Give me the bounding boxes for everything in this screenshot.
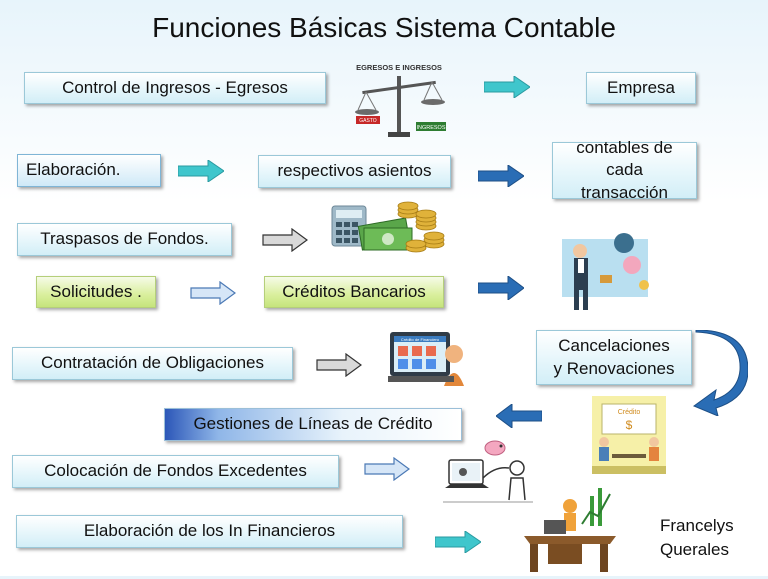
cancelaciones-line2: y Renovaciones	[553, 358, 675, 378]
control-ingresos-egresos-label: Control de Ingresos - Egresos	[62, 77, 288, 97]
author-last-name: Querales	[660, 540, 729, 559]
laptop-credit-illustration: Crédito de Financiero	[388, 330, 466, 386]
scale-illustration: EGRESOS E INGRESOS GASTO INGRESOS	[348, 60, 450, 142]
scale-left-tag: GASTO	[359, 118, 377, 124]
contables-line1: contables de cada	[576, 138, 673, 180]
svg-text:$: $	[626, 418, 633, 432]
respectivos-asientos-label: respectivos asientos	[277, 161, 432, 181]
elaboracion-label: Elaboración.	[26, 160, 121, 180]
empresa-label: Empresa	[606, 77, 676, 97]
arrow-right-icon	[478, 276, 524, 300]
traspasos-fondos-label: Traspasos de Fondos.	[40, 229, 209, 249]
arrow-right-icon	[178, 160, 224, 182]
solicitudes-box: Solicitudes .	[36, 276, 156, 308]
arrow-left-icon	[496, 404, 542, 428]
contables-transaccion-box: contables de cada transacción	[552, 138, 697, 202]
curved-arrow-icon	[692, 330, 748, 416]
control-ingresos-egresos-box: Control de Ingresos - Egresos	[24, 72, 326, 104]
author-first-name: Francelys	[660, 516, 734, 535]
gestiones-lineas-credito-box: Gestiones de Líneas de Crédito	[164, 408, 462, 441]
cancelaciones-renovaciones-box: Cancelaciones y Renovaciones	[536, 330, 692, 385]
contratacion-obligaciones-label: Contratación de Obligaciones	[40, 353, 265, 373]
colocacion-fondos-box: Colocación de Fondos Excedentes	[12, 455, 339, 488]
credit-meeting-illustration: Crédito $	[592, 396, 666, 474]
arrow-right-icon	[435, 531, 481, 553]
contables-line2: transacción	[581, 182, 668, 202]
online-savings-illustration	[443, 438, 533, 504]
respectivos-asientos-box: respectivos asientos	[258, 155, 451, 188]
money-calculator-illustration	[330, 192, 448, 256]
arrow-right-icon	[190, 281, 236, 305]
arrow-right-icon	[364, 457, 410, 481]
arrow-right-icon	[478, 165, 524, 187]
arrow-right-icon	[262, 228, 308, 252]
arrow-right-icon	[316, 353, 362, 377]
elaboracion-informes-financieros-box: Elaboración de los In Financieros	[16, 515, 403, 548]
solicitudes-label: Solicitudes .	[50, 281, 142, 301]
creditos-bancarios-label: Créditos Bancarios	[282, 281, 426, 301]
arrow-right-icon	[484, 76, 530, 98]
traspasos-fondos-box: Traspasos de Fondos.	[17, 223, 232, 256]
cancelaciones-line1: Cancelaciones	[558, 336, 670, 356]
colocacion-fondos-label: Colocación de Fondos Excedentes	[44, 461, 307, 481]
laptop-caption: Crédito de Financiero	[401, 337, 440, 342]
empresa-box: Empresa	[586, 72, 696, 104]
desk-worker-illustration	[520, 486, 622, 574]
contratacion-obligaciones-box: Contratación de Obligaciones	[12, 347, 293, 380]
scale-caption: EGRESOS E INGRESOS	[356, 63, 442, 72]
author-name: Francelys Querales	[660, 514, 734, 562]
scale-right-tag: INGRESOS	[416, 125, 445, 131]
gestiones-lineas-credito-label: Gestiones de Líneas de Crédito	[193, 414, 433, 434]
elaboracion-box: Elaboración.	[17, 154, 161, 187]
businessman-piggybank-illustration	[556, 225, 654, 317]
credit-caption: Crédito	[618, 409, 641, 416]
creditos-bancarios-box: Créditos Bancarios	[264, 276, 444, 308]
elaboracion-informes-financieros-label: Elaboración de los In Financieros	[83, 521, 336, 541]
page-title: Funciones Básicas Sistema Contable	[152, 12, 616, 43]
